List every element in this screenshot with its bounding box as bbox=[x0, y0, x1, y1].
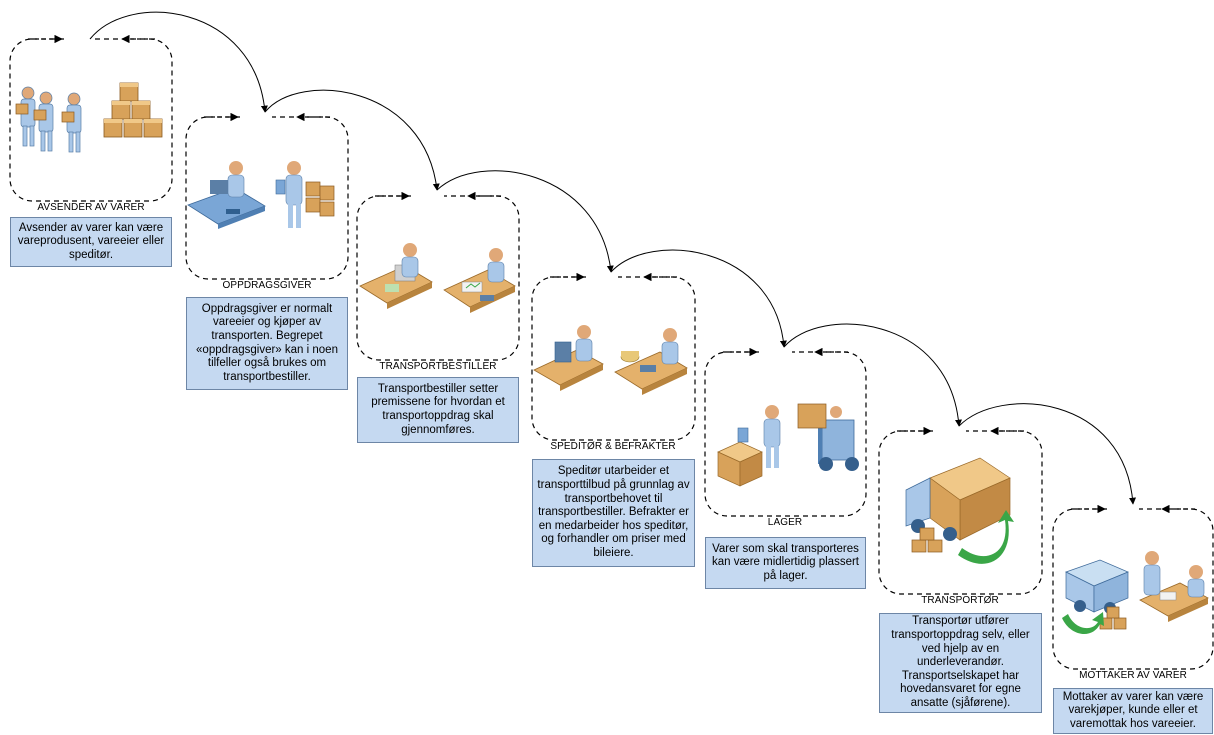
description-speditor: Speditør utarbeider et transporttilbud p… bbox=[532, 459, 695, 567]
box-stack-icon bbox=[103, 82, 163, 138]
description-oppdragsgiver: Oppdragsgiver er normalt vareeier og kjø… bbox=[186, 297, 348, 390]
stage-label-transportor: TRANSPORTØR bbox=[921, 595, 999, 606]
packer-with-box-icon bbox=[717, 405, 781, 487]
description-transportor: Transportør utfører transportoppdrag sel… bbox=[879, 613, 1042, 713]
stage-label-transportbestiller: TRANSPORTBESTILLER bbox=[379, 361, 497, 372]
operator-computer-icon bbox=[533, 325, 604, 391]
connector-6-7 bbox=[958, 403, 1137, 505]
stage-label-oppdragsgiver: OPPDRAGSGIVER bbox=[222, 280, 312, 291]
worker-with-boxes-icon bbox=[275, 161, 335, 228]
connector-2-3 bbox=[264, 89, 440, 191]
delivery-truck-icon bbox=[905, 457, 1014, 564]
forklift-icon bbox=[797, 403, 859, 471]
people-with-boxes-icon bbox=[15, 86, 82, 153]
connector-3-4 bbox=[436, 170, 614, 273]
green-arrow-icon bbox=[958, 510, 1014, 564]
connector-1-2 bbox=[89, 11, 268, 113]
description-transportbestiller: Transportbestiller setter premissene for… bbox=[357, 377, 519, 443]
delivery-truck-icon bbox=[1062, 559, 1129, 635]
office-worker-desk-icon bbox=[187, 161, 266, 229]
stage-label-speditor: SPEDITØR & BEFRAKTER bbox=[550, 441, 676, 452]
description-lager: Varer som skal transporteres kan være mi… bbox=[705, 537, 866, 589]
description-avsender: Avsender av varer kan være vareprodusent… bbox=[10, 217, 172, 267]
stage-label-avsender: AVSENDER AV VARER bbox=[37, 202, 145, 213]
stage-label-mottaker: MOTTAKER AV VARER bbox=[1079, 670, 1187, 681]
clerk-desk-icon bbox=[359, 243, 433, 309]
clerk-desk-icon bbox=[443, 248, 516, 313]
stage-label-lager: LAGER bbox=[767, 517, 803, 528]
connector-5-6 bbox=[783, 323, 962, 427]
green-arrow-icon bbox=[1062, 612, 1104, 635]
connector-4-5 bbox=[610, 249, 787, 348]
description-mottaker: Mottaker av varer kan være varekjøper, k… bbox=[1053, 688, 1213, 734]
receiver-desk-icon bbox=[1139, 551, 1209, 622]
accountant-desk-icon bbox=[614, 328, 688, 395]
